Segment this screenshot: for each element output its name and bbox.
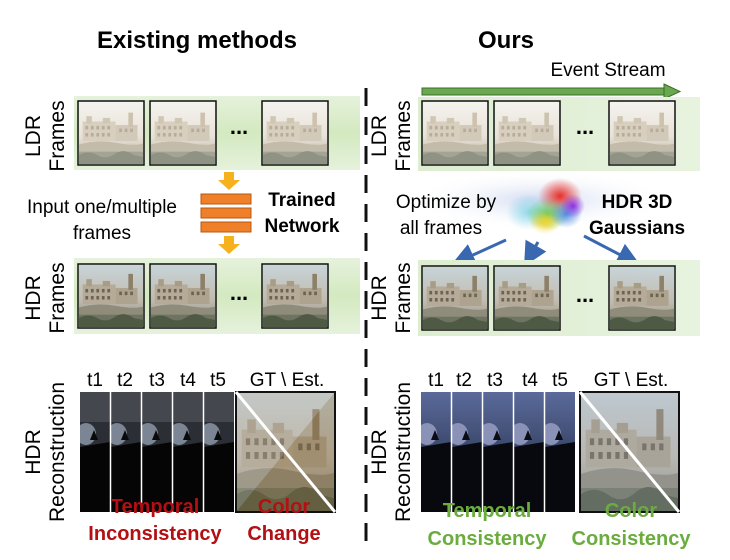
right-temporal-line2: Consistency	[428, 528, 548, 550]
left-temporal-line2: Inconsistency	[88, 523, 222, 545]
right-gt-label: GT \ Est.	[594, 370, 669, 391]
right-time-label: t4	[522, 370, 538, 391]
right-hdr-label-line2: Frames	[392, 262, 415, 333]
event-stream-arrow	[421, 87, 667, 96]
right-color-line1: Color	[605, 500, 657, 522]
input-text-line1: Input one/multiple	[27, 197, 177, 218]
down-arrow-icon	[218, 236, 240, 254]
right-ldr-label-line1: LDR	[368, 115, 391, 157]
gaussians-icon	[506, 178, 585, 234]
right-title: Ours	[478, 27, 534, 54]
left-hdr-frames	[77, 263, 329, 329]
left-gt-label: GT \ Est.	[250, 370, 325, 391]
right-gt-est-image	[578, 391, 681, 513]
right-ldr-label-line2: Frames	[392, 100, 415, 171]
right-recon-label-line1: HDR	[368, 429, 391, 475]
event-stream-label: Event Stream	[550, 60, 665, 81]
gaussians-text-line2: Gaussians	[589, 218, 685, 239]
blue-arrow-icon	[524, 239, 547, 267]
left-ldr-dots: ...	[230, 114, 248, 139]
left-time-label: t3	[149, 370, 165, 391]
left-ldr-label-line2: Frames	[46, 100, 69, 171]
trained-network-icon	[200, 193, 252, 233]
right-time-label: t2	[456, 370, 472, 391]
right-hdr-frames	[421, 265, 676, 331]
right-time-label: t5	[552, 370, 568, 391]
left-hdr-label-line1: HDR	[22, 275, 45, 321]
input-text-line2: frames	[73, 223, 131, 244]
network-text-line2: Network	[265, 216, 340, 237]
right-hdr-label-line1: HDR	[368, 275, 391, 321]
optimize-text-line1: Optimize by	[396, 192, 497, 213]
network-text-line1: Trained	[268, 190, 336, 211]
blue-arrow-icon	[583, 234, 641, 266]
right-time-label: t1	[428, 370, 444, 391]
right-ldr-frames	[421, 100, 676, 166]
optimize-text-line2: all frames	[400, 218, 482, 239]
right-hdr-dots: ...	[576, 282, 594, 307]
right-ldr-dots: ...	[576, 114, 594, 139]
left-time-label: t1	[87, 370, 103, 391]
left-recon-strips	[80, 392, 234, 512]
left-color-line1: Color	[258, 496, 310, 518]
left-title: Existing methods	[97, 27, 297, 54]
left-color-line2: Change	[247, 523, 320, 545]
left-time-label: t4	[180, 370, 196, 391]
left-hdr-dots: ...	[230, 280, 248, 305]
left-recon-label-line1: HDR	[22, 429, 45, 475]
blue-arrow-icon	[451, 238, 507, 266]
left-recon-label-line2: Reconstruction	[46, 382, 69, 522]
right-color-line2: Consistency	[572, 528, 692, 550]
left-time-label: t5	[210, 370, 226, 391]
right-recon-strips	[421, 392, 575, 512]
left-hdr-label-line2: Frames	[46, 262, 69, 333]
right-recon-label-line2: Reconstruction	[392, 382, 415, 522]
right-temporal-line1: Temporal	[443, 500, 532, 522]
left-ldr-label-line1: LDR	[22, 115, 45, 157]
right-time-label: t3	[487, 370, 503, 391]
down-arrow-icon	[218, 172, 240, 190]
left-temporal-line1: Temporal	[111, 496, 200, 518]
left-ldr-frames	[77, 100, 329, 166]
event-stream-arrowhead-icon	[663, 83, 682, 100]
gaussians-text-line1: HDR 3D	[602, 192, 673, 213]
left-time-label: t2	[117, 370, 133, 391]
left-gt-est-image	[234, 391, 337, 513]
